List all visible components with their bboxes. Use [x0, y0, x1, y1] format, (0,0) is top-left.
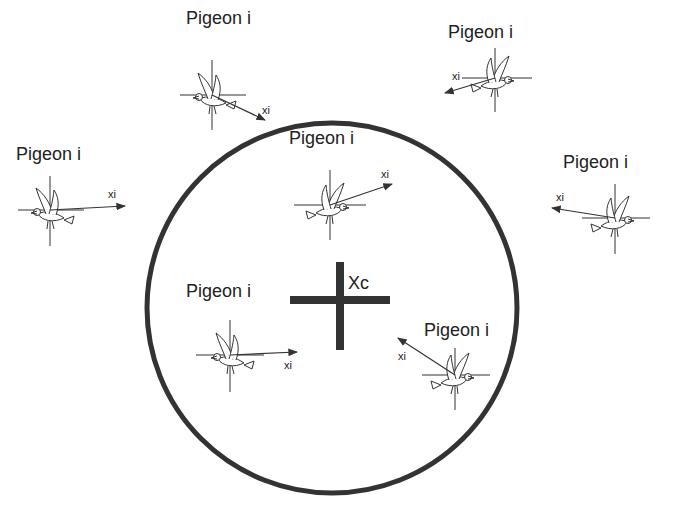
vector-label: xi [262, 104, 270, 117]
vector-label: xi [381, 168, 389, 181]
pigeon-label: Pigeon i [563, 152, 628, 173]
pigeon-label: Pigeon i [424, 320, 489, 341]
center-label: Xc [348, 273, 369, 294]
pigeon-figure [398, 338, 490, 410]
pigeon-label: Pigeon i [448, 22, 513, 43]
vector-label: xi [556, 191, 564, 204]
vector-label: xi [398, 350, 406, 363]
pigeon-figure [180, 60, 265, 130]
vector-label: xi [452, 70, 460, 83]
pigeon-label: Pigeon i [186, 281, 251, 302]
vector-label: xi [108, 188, 116, 201]
pigeon-figure [552, 184, 650, 254]
pigeon-label: Pigeon i [16, 144, 81, 165]
pigeon-label: Pigeon i [289, 128, 354, 149]
center-cross [290, 262, 390, 350]
pigeon-figure [196, 320, 297, 392]
pigeon-label: Pigeon i [186, 8, 251, 29]
pigeon-figure [445, 48, 532, 112]
pigeon-figure [294, 170, 392, 240]
pigeon-figure [18, 176, 125, 246]
vector-label: xi [284, 359, 292, 372]
boundary-circle [147, 123, 517, 493]
